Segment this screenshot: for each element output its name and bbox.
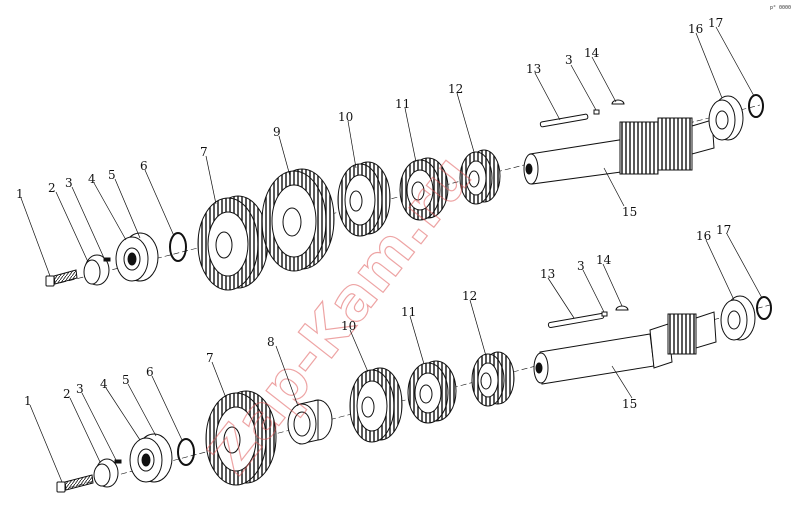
callout-upper-11: 11 bbox=[395, 97, 410, 111]
callout-upper-6: 6 bbox=[140, 159, 148, 173]
upper-main-shaft bbox=[523, 117, 715, 185]
callout-lower-15: 15 bbox=[622, 397, 637, 411]
upper-bearing-right bbox=[708, 95, 744, 141]
lower-key bbox=[547, 312, 605, 328]
callout-lower-3b: 3 bbox=[577, 259, 585, 273]
callout-lower-7: 7 bbox=[206, 351, 214, 365]
callout-upper-3b: 3 bbox=[565, 53, 573, 67]
callout-lower-11: 11 bbox=[401, 305, 416, 319]
lower-end-ring bbox=[756, 296, 772, 320]
callout-lower-6: 6 bbox=[146, 365, 154, 379]
upper-bolt bbox=[45, 269, 78, 287]
lower-callouts bbox=[29, 233, 763, 483]
callout-upper-5: 5 bbox=[108, 168, 116, 182]
upper-bearing-left bbox=[115, 232, 159, 282]
callout-lower-5: 5 bbox=[122, 373, 130, 387]
upper-end-ring bbox=[748, 94, 764, 118]
callout-lower-10: 10 bbox=[341, 319, 356, 333]
callout-upper-13: 13 bbox=[526, 62, 541, 76]
lower-bolt bbox=[56, 474, 94, 493]
upper-snap-ring bbox=[169, 232, 187, 262]
callout-lower-4: 4 bbox=[100, 377, 108, 391]
callout-lower-17: 17 bbox=[716, 223, 731, 237]
callout-lower-3: 3 bbox=[76, 382, 84, 396]
lower-gear-12 bbox=[471, 351, 515, 407]
lower-snap-ring bbox=[177, 438, 195, 466]
upper-woodruff-key bbox=[611, 99, 625, 105]
lower-pin bbox=[114, 459, 122, 464]
upper-gear-10 bbox=[337, 161, 391, 237]
callout-lower-14: 14 bbox=[596, 253, 612, 267]
lower-bearing-left bbox=[129, 433, 173, 483]
callout-upper-1: 1 bbox=[16, 187, 24, 201]
callout-upper-12: 12 bbox=[448, 82, 463, 96]
callout-upper-15: 15 bbox=[622, 205, 637, 219]
lower-callout-labels: 1 2 3 4 5 6 7 8 10 11 12 13 3 14 16 17 1… bbox=[24, 223, 731, 411]
lower-gear-7 bbox=[205, 390, 277, 486]
corner-note: p° 0000 bbox=[770, 5, 791, 11]
callout-upper-14: 14 bbox=[584, 46, 600, 60]
upper-gear-11 bbox=[399, 157, 449, 221]
callout-lower-2: 2 bbox=[63, 387, 71, 401]
callout-lower-16: 16 bbox=[696, 229, 711, 243]
callout-lower-1: 1 bbox=[24, 394, 32, 408]
upper-callout-labels: 1 2 3 4 5 6 7 9 10 11 12 13 3 14 16 17 1… bbox=[16, 16, 723, 219]
callout-upper-16: 16 bbox=[688, 22, 703, 36]
lower-gear-11 bbox=[407, 360, 457, 424]
callout-lower-8: 8 bbox=[267, 335, 275, 349]
upper-assembly bbox=[45, 94, 764, 291]
callout-upper-17: 17 bbox=[708, 16, 723, 30]
upper-gear-7 bbox=[197, 195, 269, 291]
callout-upper-7: 7 bbox=[200, 145, 208, 159]
upper-gear-9 bbox=[261, 168, 335, 272]
lower-gear-10 bbox=[349, 367, 403, 443]
upper-callouts bbox=[20, 26, 755, 277]
lower-main-shaft bbox=[533, 311, 717, 385]
callout-upper-9: 9 bbox=[273, 125, 281, 139]
upper-pin bbox=[103, 257, 111, 262]
callout-lower-13: 13 bbox=[540, 267, 555, 281]
lower-woodruff-key bbox=[615, 305, 629, 311]
callout-upper-4: 4 bbox=[88, 172, 96, 186]
upper-gear-12 bbox=[459, 149, 501, 205]
callout-upper-2: 2 bbox=[48, 181, 56, 195]
callout-upper-3: 3 bbox=[65, 176, 73, 190]
lower-assembly bbox=[56, 295, 772, 493]
callout-upper-10: 10 bbox=[338, 110, 353, 124]
callout-lower-12: 12 bbox=[462, 289, 477, 303]
lower-spacer-8 bbox=[287, 399, 333, 445]
lower-bearing-right bbox=[720, 295, 756, 341]
upper-key bbox=[539, 113, 589, 128]
